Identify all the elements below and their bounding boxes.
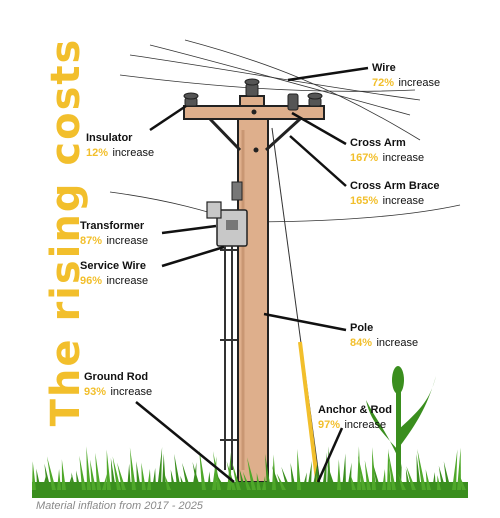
cross-arm-brace-shape — [208, 117, 302, 152]
service-wire-shape — [220, 246, 237, 470]
anchor-rod-shape — [298, 341, 320, 489]
insulator-shapes — [183, 78, 323, 111]
cattail-plant — [366, 366, 436, 486]
transformer-shape — [206, 181, 248, 247]
grass — [32, 446, 468, 498]
footer-caption: Material inflation from 2017 - 2025 — [36, 500, 203, 512]
leader-lines — [135, 66, 369, 483]
